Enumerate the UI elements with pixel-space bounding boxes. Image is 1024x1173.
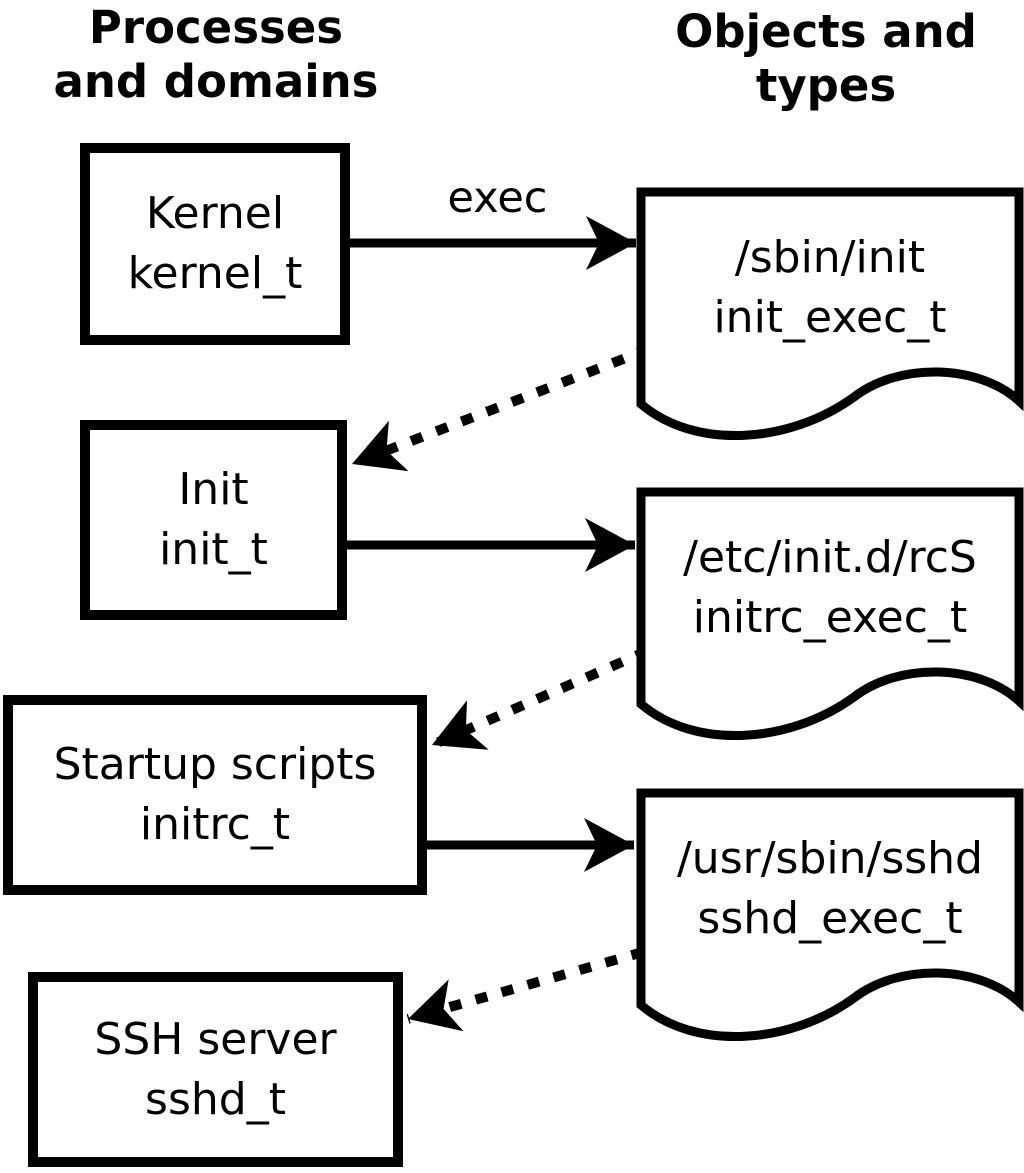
kernel-box-label: Kernel kernel_t bbox=[80, 143, 350, 345]
sbin-init-document bbox=[636, 187, 1024, 440]
startup-scripts-box-label: Startup scripts initrc_t bbox=[3, 695, 427, 895]
transition-arrow-to-init bbox=[350, 344, 651, 472]
process-domain: init_t bbox=[159, 524, 268, 575]
usr-sbin-sshd-document-label: /usr/sbin/sshd sshd_exec_t bbox=[640, 793, 1020, 985]
etc-initd-rcs-document bbox=[636, 487, 1024, 740]
transition-arrow-to-initrc bbox=[429, 646, 650, 750]
process-domain: sshd_t bbox=[145, 1073, 286, 1125]
object-path: /etc/init.d/rcS bbox=[683, 532, 977, 583]
left-header-line2: and domains bbox=[53, 55, 379, 108]
process-domain: initrc_t bbox=[139, 799, 291, 850]
object-path: /usr/sbin/sshd bbox=[676, 833, 983, 884]
left-column-header: Processes and domains bbox=[0, 0, 432, 110]
object-path: /sbin/init bbox=[734, 232, 926, 283]
right-header-line1: Objects and bbox=[675, 5, 977, 58]
left-header-line1: Processes bbox=[88, 1, 344, 54]
ssh-server-box-label: SSH server sshd_t bbox=[28, 972, 403, 1167]
process-name: SSH server bbox=[94, 1013, 337, 1065]
etc-initd-rcs-document-label: /etc/init.d/rcS initrc_exec_t bbox=[640, 492, 1020, 684]
startup-scripts-box bbox=[3, 695, 427, 895]
object-type: init_exec_t bbox=[713, 292, 947, 343]
process-name: Startup scripts bbox=[53, 739, 377, 790]
exec-arrow-label: exec bbox=[400, 174, 595, 222]
process-domain: kernel_t bbox=[127, 248, 303, 299]
init-box-label: Init init_t bbox=[80, 420, 347, 620]
process-name: Init bbox=[178, 464, 249, 515]
transition-arrow-to-sshd bbox=[406, 947, 645, 1032]
process-name: Kernel bbox=[145, 188, 285, 239]
exec-label-text: exec bbox=[447, 173, 548, 223]
ssh-server-box bbox=[28, 972, 403, 1167]
usr-sbin-sshd-document bbox=[636, 788, 1024, 1041]
init-box bbox=[80, 420, 347, 620]
kernel-box bbox=[80, 143, 350, 345]
sbin-init-document-label: /sbin/init init_exec_t bbox=[640, 192, 1020, 384]
object-type: sshd_exec_t bbox=[697, 893, 963, 944]
object-type: initrc_exec_t bbox=[692, 592, 968, 643]
right-header-line2: types bbox=[755, 59, 897, 112]
right-column-header: Objects and types bbox=[628, 4, 1024, 114]
